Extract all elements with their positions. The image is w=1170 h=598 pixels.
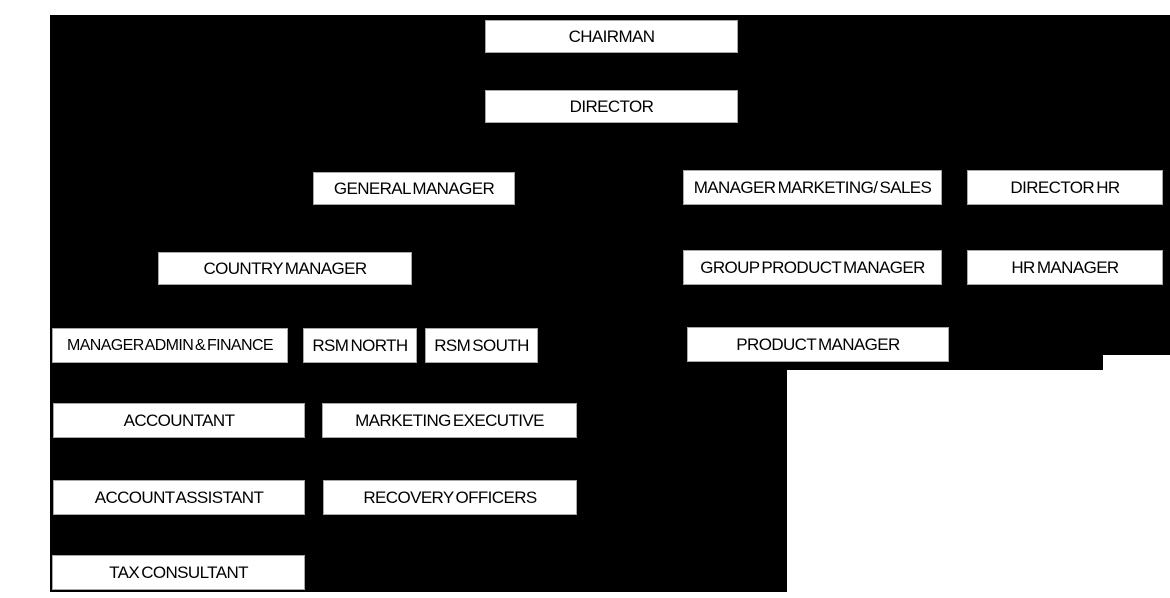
node-country-manager: COUNTRY MANAGER [158,252,412,285]
node-recovery-officers: RECOVERY OFFICERS [323,480,577,515]
node-chairman: CHAIRMAN [485,20,738,53]
node-rsm-north: RSM NORTH [303,328,417,363]
node-group-product-manager: GROUP PRODUCT MANAGER [683,250,942,285]
node-director-hr: DIRECTOR HR [967,170,1163,205]
node-account-assistant: ACCOUNT ASSISTANT [53,480,305,515]
node-rsm-south: RSM SOUTH [425,328,538,363]
node-marketing-executive: MARKETING EXECUTIVE [322,403,577,438]
node-general-manager: GENERAL MANAGER [313,172,515,205]
node-tax-consultant: TAX CONSULTANT [52,555,305,590]
node-product-manager: PRODUCT MANAGER [687,327,949,362]
node-manager-admin-finance: MANAGER ADMIN & FINANCE [52,328,288,363]
node-accountant: ACCOUNTANT [53,403,305,438]
node-hr-manager: HR MANAGER [967,250,1163,285]
node-director: DIRECTOR [485,90,738,123]
node-manager-marketing-sales: MANAGER MARKETING/ SALES [683,170,942,205]
